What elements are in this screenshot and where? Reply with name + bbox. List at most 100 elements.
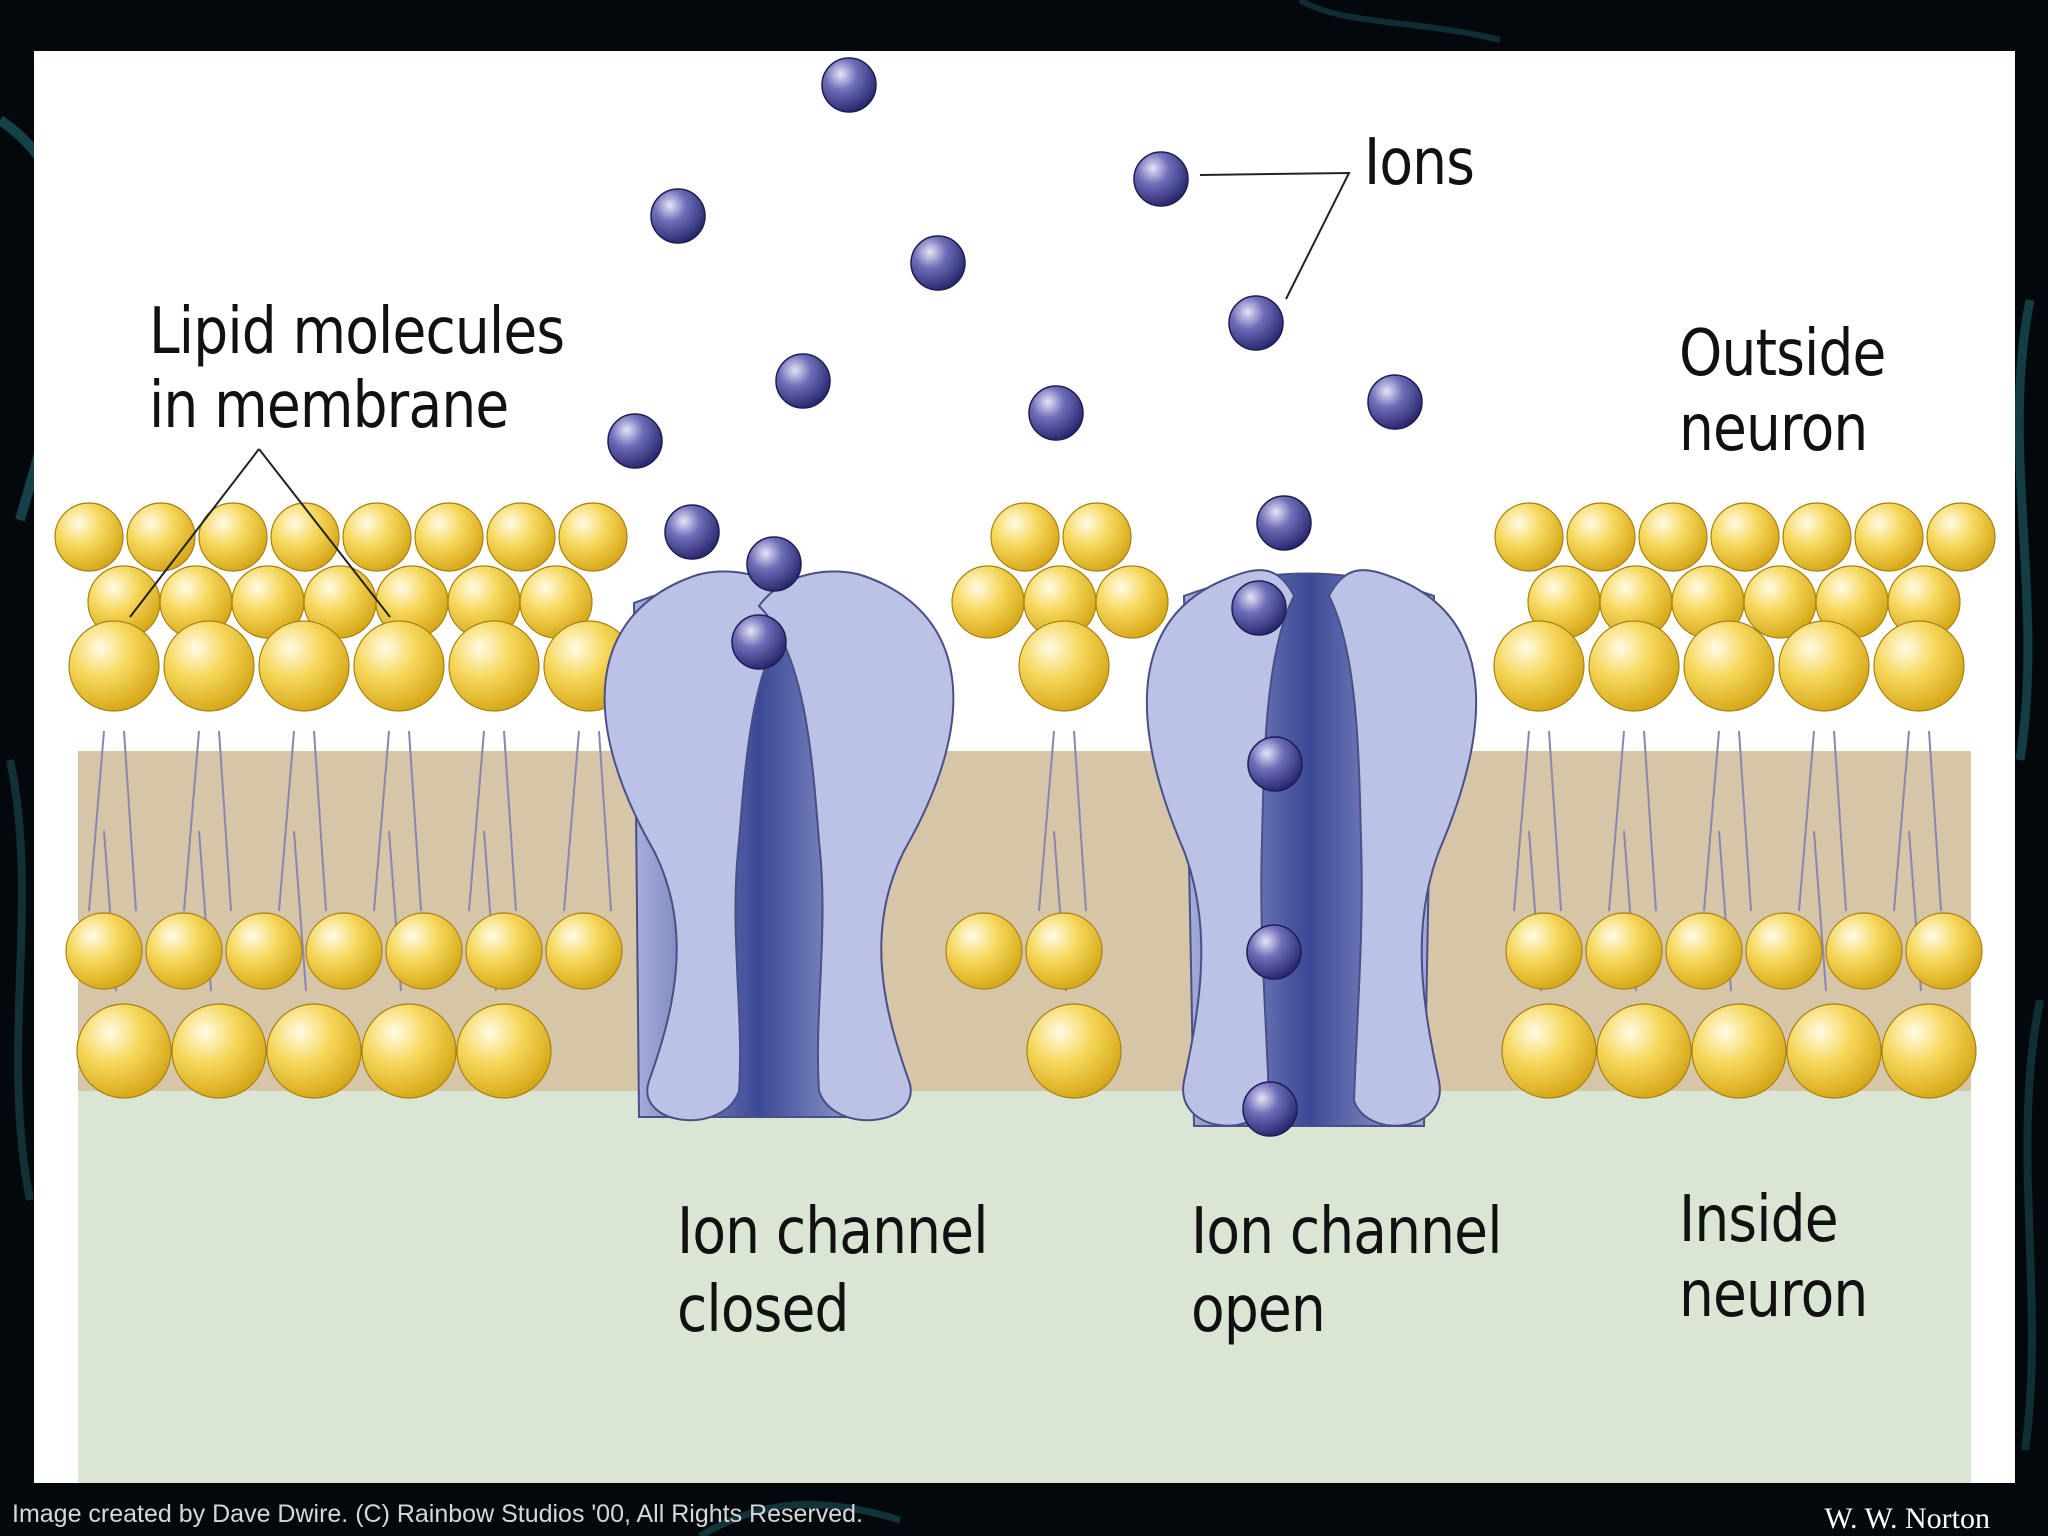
ion — [746, 536, 802, 592]
lipid-head-upper-front — [1493, 620, 1585, 712]
lipid-tail — [1833, 730, 1847, 912]
lipid-head-lower-front — [361, 1003, 457, 1099]
diagram-panel: Ions Lipid molecules in membrane Outside… — [34, 51, 2015, 1483]
lipid-head-upper-back — [270, 502, 340, 572]
image-credit: Image created by Dave Dwire. (C) Rainbow… — [12, 1500, 863, 1528]
lipid-head-lower-back — [385, 912, 463, 990]
lipid-head-upper-back — [342, 502, 412, 572]
lipid-tail — [1893, 730, 1910, 912]
lipid-head-lower-back — [305, 912, 383, 990]
lipid-head-lower-front — [1596, 1003, 1692, 1099]
ions-leader-line — [1199, 171, 1351, 300]
lipid-tails — [88, 730, 1942, 992]
lipid-head-upper-back — [1710, 502, 1780, 572]
lipid-head-upper-front — [163, 620, 255, 712]
lipid-head-lower-front — [171, 1003, 267, 1099]
lipid-head-lower-front — [1786, 1003, 1882, 1099]
lipid-head-upper-back — [126, 502, 196, 572]
ion — [775, 353, 831, 409]
inside-neuron-label-line2: neuron — [1679, 1258, 1868, 1332]
ions-label: Ions — [1364, 126, 1475, 200]
ion — [1247, 736, 1303, 792]
lipid-head-upper-mid — [951, 565, 1025, 639]
cytoplasm-region — [78, 1071, 1971, 1483]
lipid-head-upper-back — [1494, 502, 1564, 572]
lipid-head-upper-back — [1638, 502, 1708, 572]
lipid-leader-line — [129, 448, 391, 618]
lipid-tail — [408, 730, 422, 912]
lipid-tail — [88, 730, 105, 912]
ion — [1246, 924, 1302, 980]
lipid-head-lower-back — [65, 912, 143, 990]
lipid-head-upper-back — [1854, 502, 1924, 572]
lipid-head-lower-back — [545, 912, 623, 990]
lipid-tail — [598, 730, 612, 912]
lipid-tail — [1643, 730, 1657, 912]
lipid-head-upper-mid — [1095, 565, 1169, 639]
lipid-tail — [1738, 730, 1752, 912]
lipid-head-lower-back — [1825, 912, 1903, 990]
ion — [607, 413, 663, 469]
lipid-head-upper-front — [448, 620, 540, 712]
lipid-head-lower-front — [456, 1003, 552, 1099]
publisher-credit: W. W. Norton — [1824, 1502, 1990, 1535]
leader-lines — [129, 171, 1351, 618]
lipid-head-upper-back — [558, 502, 628, 572]
lipid-tail — [1928, 730, 1942, 912]
lipid-head-upper-front — [1588, 620, 1680, 712]
lipid-head-lower-back — [465, 912, 543, 990]
ion — [910, 235, 966, 291]
lipid-head-lower-back — [1025, 912, 1103, 990]
lipid-tail — [1073, 730, 1087, 912]
open-channel-right-subunit — [1327, 569, 1478, 1127]
lipid-tail — [1798, 730, 1815, 912]
ion — [1228, 295, 1284, 351]
lipid-head-upper-front — [353, 620, 445, 712]
lipid-head-lower-back — [145, 912, 223, 990]
ion — [1028, 385, 1084, 441]
lipid-tail — [1703, 730, 1720, 912]
lipid-tail — [183, 730, 200, 912]
lipid-head-upper-back — [1782, 502, 1852, 572]
lipid-head-lower-back — [1905, 912, 1983, 990]
ion-channel-closed-label-line2: closed — [677, 1273, 849, 1347]
lipid-head-lower-back — [945, 912, 1023, 990]
lipid-tail — [278, 730, 295, 912]
ion — [650, 188, 706, 244]
lipid-head-upper-back — [1566, 502, 1636, 572]
ion-channel-closed-label-line1: Ion channel — [677, 1195, 988, 1269]
lipid-tail — [503, 730, 517, 912]
lipid-tail — [1813, 830, 1827, 992]
ion — [1242, 1081, 1298, 1137]
lipid-head-upper-back — [486, 502, 556, 572]
lipid-tail — [1608, 730, 1625, 912]
membrane-diagram — [54, 57, 1996, 1483]
lipid-head-lower-back — [1745, 912, 1823, 990]
lipid-molecules-label-line1: Lipid molecules — [149, 295, 565, 369]
lipid-heads — [54, 502, 1996, 1099]
lipid-molecules-label-line2: in membrane — [149, 369, 509, 443]
lipid-head-lower-front — [1881, 1003, 1977, 1099]
closed-ion-channel — [603, 570, 955, 1122]
lipid-head-lower-front — [76, 1003, 172, 1099]
lipid-head-upper-back — [990, 502, 1060, 572]
lipid-tail — [1548, 730, 1562, 912]
lipid-head-lower-front — [1026, 1003, 1122, 1099]
ion — [1231, 580, 1287, 636]
ion — [1367, 374, 1423, 430]
lipid-head-upper-back — [414, 502, 484, 572]
lipid-tail — [468, 730, 485, 912]
lipid-tail — [293, 830, 307, 992]
lipid-tail — [123, 730, 137, 912]
ion-channel-open-label-line1: Ion channel — [1191, 1195, 1502, 1269]
lipid-head-upper-front — [1683, 620, 1775, 712]
outside-neuron-label-line2: neuron — [1679, 392, 1868, 466]
ion — [821, 57, 877, 113]
outside-neuron-label-line1: Outside — [1679, 317, 1886, 391]
lipid-head-upper-front — [1778, 620, 1870, 712]
lipid-head-upper-back — [54, 502, 124, 572]
ion — [664, 504, 720, 560]
lipid-head-lower-back — [1505, 912, 1583, 990]
ion — [731, 614, 787, 670]
lipid-head-upper-front — [258, 620, 350, 712]
